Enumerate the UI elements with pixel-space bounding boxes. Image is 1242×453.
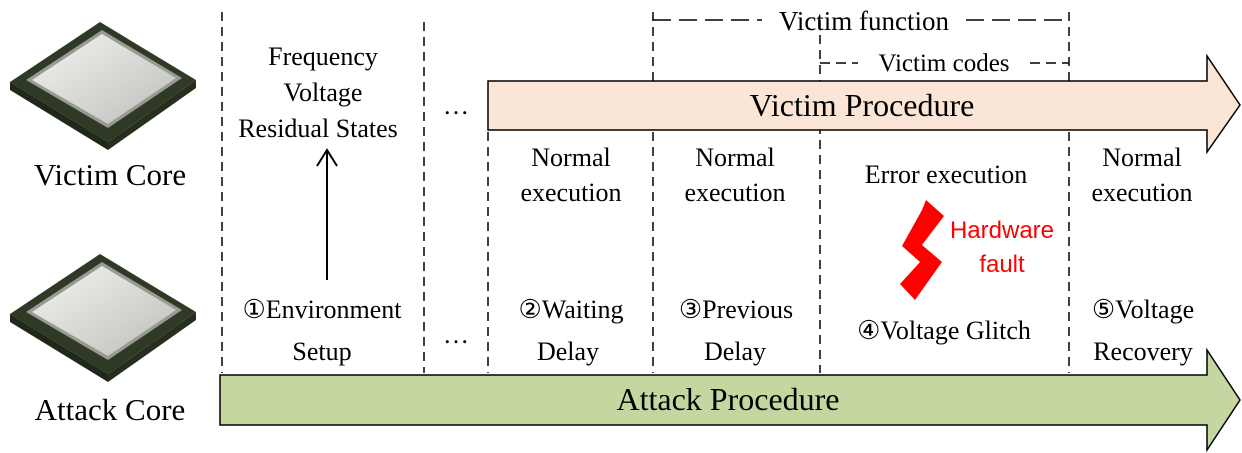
victim-core-label: Victim Core — [34, 157, 186, 192]
attack-step-2-line1: ②Waiting — [519, 295, 624, 324]
attack-step-4-line1: ④Voltage Glitch — [857, 316, 1031, 345]
attack-step-3-line2: Delay — [704, 337, 766, 366]
setup-up-arrow — [316, 148, 338, 280]
victim-phase-2-line1: Normal — [695, 143, 774, 172]
attack-step-5-line1: ⑤Voltage — [1092, 295, 1194, 324]
victim-procedure-label: Victim Procedure — [750, 87, 975, 123]
phase-separators — [221, 12, 1070, 373]
hardware-fault-line2: fault — [979, 251, 1025, 278]
attack-step-2-line2: Delay — [537, 337, 599, 366]
hardware-fault-lightning-icon — [900, 200, 944, 300]
victim-cpu-chip-icon — [10, 22, 196, 150]
victim-phase-4-line1: Normal — [1102, 143, 1181, 172]
victim-codes-label: Victim codes — [878, 50, 1009, 77]
attack-step-5-line2: Recovery — [1093, 337, 1193, 366]
state-voltage: Voltage — [284, 78, 363, 107]
victim-phase-1-line2: execution — [520, 178, 621, 207]
ellipsis-bottom: … — [443, 320, 469, 349]
attack-step-1-line1: ①Environment — [242, 295, 402, 324]
hardware-fault-line1: Hardware — [950, 217, 1054, 244]
victim-phase-4-line2: execution — [1091, 178, 1192, 207]
state-frequency: Frequency — [268, 42, 378, 71]
attack-step-3-line1: ③Previous — [679, 295, 793, 324]
victim-phase-3-line1: Error execution — [865, 160, 1027, 189]
attack-core-label: Attack Core — [35, 392, 186, 427]
attack-cpu-chip-icon — [10, 254, 196, 382]
state-residual: Residual States — [238, 114, 398, 143]
ellipsis-top: … — [443, 91, 469, 120]
attack-step-1-line2: Setup — [292, 337, 351, 366]
victim-function-label: Victim function — [779, 6, 950, 36]
victim-phase-2-line2: execution — [684, 178, 785, 207]
attack-procedure-arrow — [219, 347, 1241, 453]
victim-procedure-arrow — [487, 53, 1241, 155]
attack-procedure-label: Attack Procedure — [616, 381, 839, 417]
victim-phase-1-line1: Normal — [531, 143, 610, 172]
